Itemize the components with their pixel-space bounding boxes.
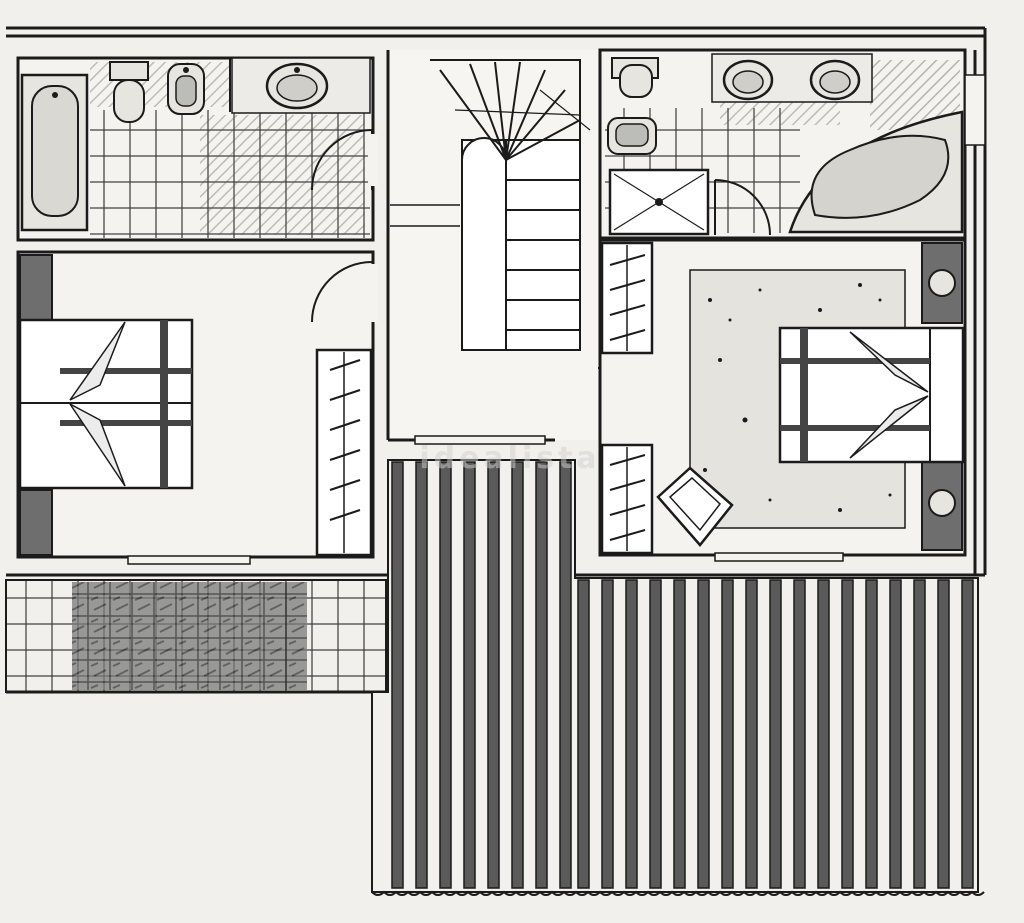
room-bedroom-left <box>16 250 378 565</box>
roof-stripe <box>673 579 686 889</box>
roof-stripe <box>697 579 710 889</box>
bathtub-icon <box>20 73 89 232</box>
window-bedroom-left <box>127 555 251 565</box>
roof-stripe <box>391 461 404 889</box>
double-washbasin-icon <box>711 53 873 103</box>
roof-stripe <box>439 461 452 889</box>
window-master-bedroom <box>714 552 844 562</box>
room-bathroom-left <box>16 56 378 242</box>
wardrobe-icon <box>600 241 654 555</box>
spiral-staircase-icon <box>430 59 591 351</box>
roof-stripe <box>559 461 572 889</box>
roof-stripe <box>769 579 782 889</box>
room-stair-hall <box>386 50 659 445</box>
roof-stripe <box>865 579 878 889</box>
roof-stripe <box>511 461 524 889</box>
roof-stripe <box>601 579 614 889</box>
roof-stripe <box>463 461 476 889</box>
armchair-icon <box>656 466 734 547</box>
roof-stripe <box>625 579 638 889</box>
roof-stripe <box>745 579 758 889</box>
double-bed-icon <box>778 326 965 464</box>
toilet-icon <box>109 61 149 123</box>
roof-stripe <box>841 579 854 889</box>
roof-stripe <box>721 579 734 889</box>
terrace-tiled <box>5 579 387 694</box>
roof-striped <box>371 459 985 896</box>
double-bed-icon <box>18 318 194 490</box>
toilet-icon <box>611 57 659 98</box>
shower-tray-icon <box>608 168 710 236</box>
roof-edge <box>371 890 985 896</box>
door-swing-bathroom-right <box>714 179 771 236</box>
roof-stripe <box>649 579 662 889</box>
wardrobe-icon <box>315 348 373 557</box>
room-bathroom-right <box>598 48 986 240</box>
bidet-icon <box>167 63 205 115</box>
bedside-table-icon <box>19 254 53 556</box>
window-hall <box>414 435 546 445</box>
watermark: idealista <box>419 441 600 476</box>
washbasin-icon <box>231 57 371 114</box>
roof-stripe <box>793 579 806 889</box>
roof-stripe <box>535 461 548 889</box>
bedside-table-icon <box>921 242 963 551</box>
roof-stripe <box>817 579 830 889</box>
roof-stripe <box>577 579 590 889</box>
roof-stripe <box>913 579 926 889</box>
roof-stripe <box>487 461 500 889</box>
bidet-icon <box>607 117 657 155</box>
roof-stripe <box>937 579 950 889</box>
roof-stripe <box>415 461 428 889</box>
roof-stripe <box>961 579 974 889</box>
room-master-bedroom <box>598 238 967 562</box>
corner-bathtub-icon <box>788 110 964 234</box>
roof-stripe <box>889 579 902 889</box>
door-swing-bedroom-left <box>311 261 373 323</box>
